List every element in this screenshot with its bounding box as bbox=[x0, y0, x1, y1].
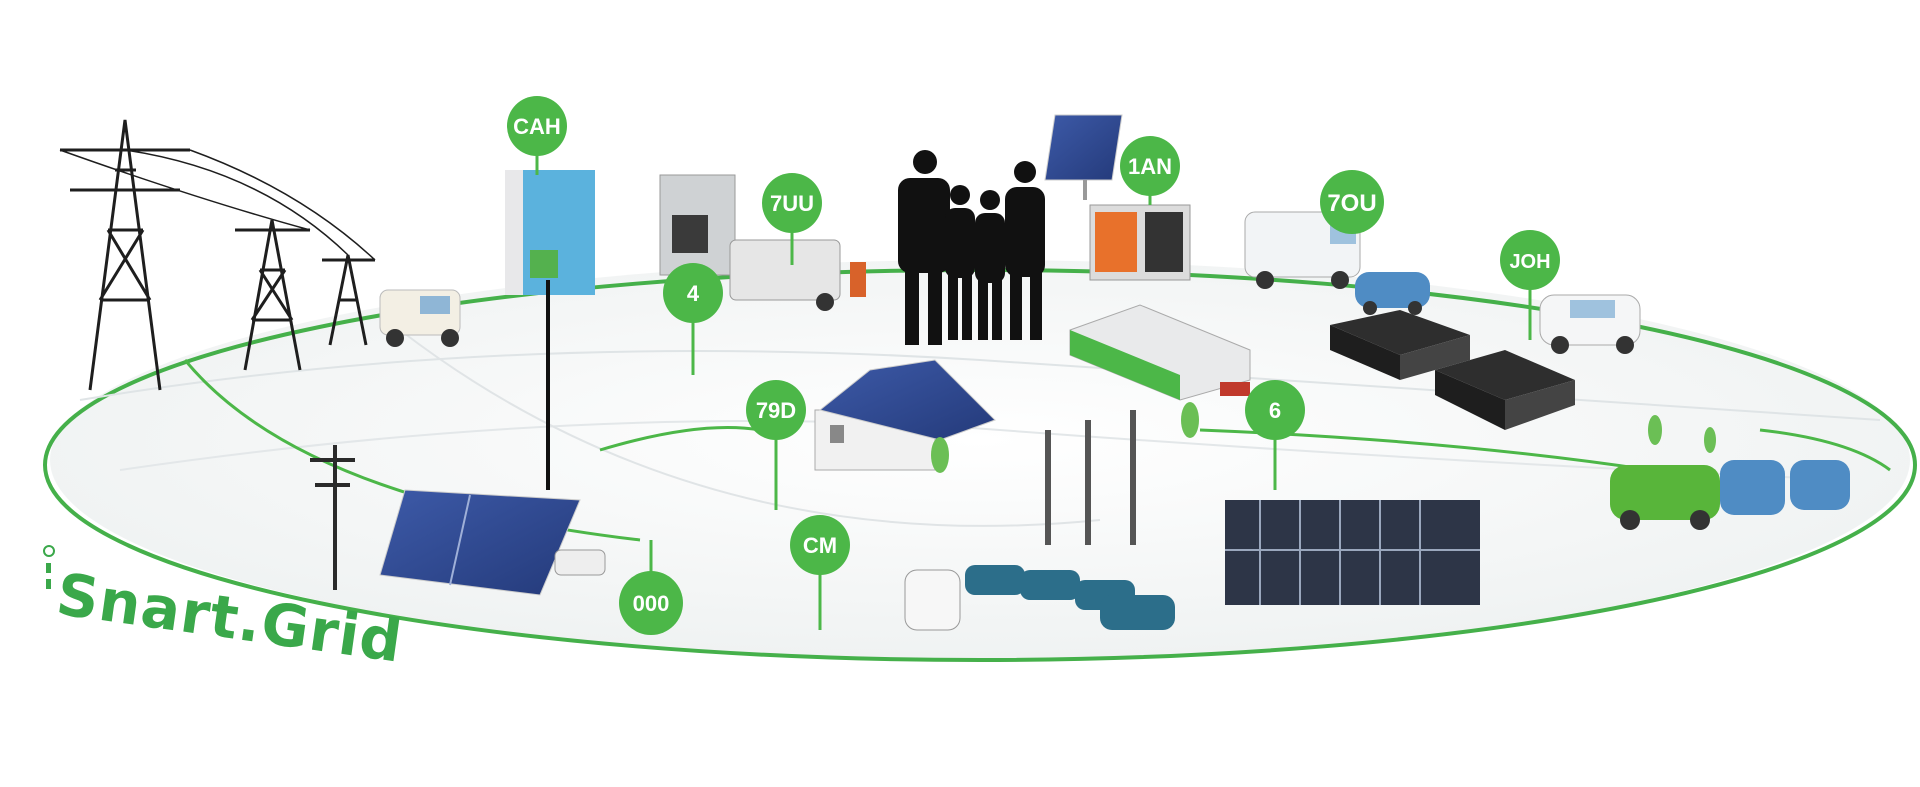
people-silhouettes bbox=[898, 150, 1045, 345]
turbine-poles bbox=[1045, 410, 1136, 545]
transmission-towers bbox=[59, 119, 376, 391]
pin-1-label: CAH bbox=[513, 114, 561, 139]
pin-8-label: 6 bbox=[1269, 398, 1281, 423]
office-building bbox=[1225, 500, 1480, 605]
solar-house bbox=[814, 359, 996, 471]
pin-10: 000 bbox=[619, 540, 683, 635]
pin-1: CAH bbox=[507, 96, 567, 175]
pin-5: 7OU bbox=[1320, 170, 1384, 234]
utility-cart bbox=[379, 289, 461, 347]
ground-solar-panel bbox=[379, 489, 606, 596]
pin-8: 6 bbox=[1245, 380, 1305, 490]
brand-mark-icon bbox=[42, 545, 56, 605]
pin-7: 79D bbox=[746, 380, 806, 510]
trailer bbox=[729, 239, 866, 311]
pin-9-label: CM bbox=[803, 533, 837, 558]
map-pins: CAH 7UU 4 1AN 7OU JOH 79D bbox=[507, 96, 1560, 635]
pole-solar-panel bbox=[1044, 114, 1123, 200]
blue-cabinet bbox=[505, 170, 595, 490]
pin-3: 4 bbox=[663, 263, 723, 375]
blue-compact-car bbox=[1355, 272, 1430, 315]
pin-6: JOH bbox=[1500, 230, 1560, 340]
pin-9: CM bbox=[790, 515, 850, 630]
pin-2-label: 7UU bbox=[770, 191, 814, 216]
pin-3-label: 4 bbox=[687, 281, 700, 306]
pin-2: 7UU bbox=[762, 173, 822, 265]
pin-10-label: 000 bbox=[633, 591, 670, 616]
pin-7-label: 79D bbox=[756, 398, 796, 423]
grey-cabinet bbox=[659, 174, 736, 276]
battery-cabinet bbox=[1089, 204, 1191, 281]
utility-pole bbox=[310, 445, 355, 590]
trees bbox=[931, 402, 1716, 473]
white-suv bbox=[1539, 294, 1641, 354]
parked-cars bbox=[1610, 460, 1850, 530]
pin-4: 1AN bbox=[1120, 136, 1180, 205]
substation-container bbox=[1069, 304, 1251, 401]
charging-cars bbox=[904, 565, 1175, 631]
pin-6-label: JOH bbox=[1509, 251, 1550, 273]
battery-blocks bbox=[1330, 310, 1575, 430]
pin-5-label: 7OU bbox=[1327, 190, 1376, 217]
pin-4-label: 1AN bbox=[1128, 154, 1172, 179]
